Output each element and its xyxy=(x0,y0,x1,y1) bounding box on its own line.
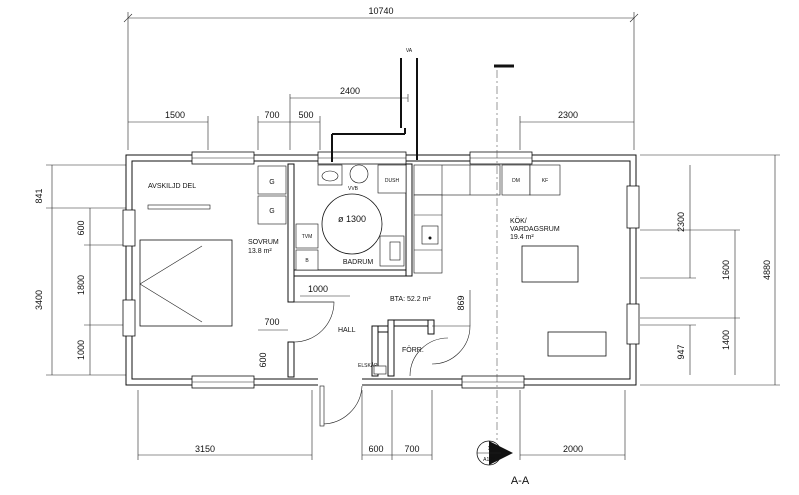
sovrum-area: 13.8 m² xyxy=(248,248,272,255)
electrical-cabinet xyxy=(373,365,387,375)
dim-500-top: 500 xyxy=(298,110,313,120)
tt-label: B xyxy=(305,258,309,264)
elskap-label: ELSKÅP xyxy=(358,362,378,369)
dim-1800: 1800 xyxy=(76,275,86,295)
dim-1400: 1400 xyxy=(721,330,731,350)
wardrobe-label-1: G xyxy=(269,179,274,186)
dim-841: 841 xyxy=(34,188,44,203)
dim-hall-1000: 1000 xyxy=(308,284,328,294)
section-sheet-ref: A102 xyxy=(483,457,495,463)
dim-947: 947 xyxy=(676,344,686,359)
dim-4880: 4880 xyxy=(762,260,772,280)
vvb-label: VVB xyxy=(348,186,359,192)
dim-2400: 2400 xyxy=(340,86,360,96)
vardagsrum-label: VARDAGSRUM xyxy=(510,226,560,233)
dim-600: 600 xyxy=(76,220,86,235)
bta-label: BTA: 52.2 m² xyxy=(390,296,431,303)
hall-label: HALL xyxy=(338,327,356,334)
wardrobe-label-2: G xyxy=(269,208,274,215)
dim-600-bottom: 600 xyxy=(368,444,383,454)
dush-label: DUSH xyxy=(385,178,400,184)
sovrum-label: SOVRUM xyxy=(248,239,279,246)
doors xyxy=(293,290,471,427)
bathroom-fixtures xyxy=(295,164,407,271)
tvm-label: TVM xyxy=(302,234,313,240)
dim-2300-top: 2300 xyxy=(558,110,578,120)
dim-1000: 1000 xyxy=(76,340,86,360)
kok-label: KÖK/ xyxy=(510,217,527,225)
dim-hall-700: 700 xyxy=(264,317,279,327)
top-dimensions: 10740 2400 1500 700 500 2300 xyxy=(123,6,639,150)
va-label: VA xyxy=(406,48,413,54)
kf-label: KF xyxy=(542,178,548,184)
avskiljd-del-label: AVSKILJD DEL xyxy=(148,183,196,190)
dim-3150: 3150 xyxy=(195,444,215,454)
section-number: 1 xyxy=(488,446,491,452)
dim-1600: 1600 xyxy=(721,260,731,280)
interior-walls xyxy=(287,163,435,378)
right-dimensions: 4880 2300 1600 1400 947 xyxy=(640,154,780,386)
kitchen-fixtures xyxy=(413,164,607,357)
bottom-dimensions: 3150 600 700 2000 xyxy=(137,390,626,460)
turning-circle-label: ø 1300 xyxy=(338,214,366,224)
section-line xyxy=(476,64,514,466)
dim-700-top: 700 xyxy=(264,110,279,120)
dim-1500: 1500 xyxy=(165,110,185,120)
dim-total-width: 10740 xyxy=(368,6,393,16)
ventilation-pipe xyxy=(331,58,418,162)
badrum-label: BADRUM xyxy=(343,259,374,266)
forr-label: FÖRR. xyxy=(402,346,424,354)
dim-3400: 3400 xyxy=(34,290,44,310)
dm-label: DM xyxy=(512,178,520,184)
dim-869: 869 xyxy=(456,295,466,310)
dim-hall-600: 600 xyxy=(258,352,268,367)
kok-area: 19.4 m² xyxy=(510,234,534,241)
dim-2300-right: 2300 xyxy=(676,212,686,232)
dim-700-bottom: 700 xyxy=(404,444,419,454)
dim-2000: 2000 xyxy=(563,444,583,454)
section-title: A-A xyxy=(511,475,530,487)
left-dimensions: 3400 841 600 1800 1000 xyxy=(34,164,130,376)
bedroom-furniture: G G xyxy=(139,165,287,327)
